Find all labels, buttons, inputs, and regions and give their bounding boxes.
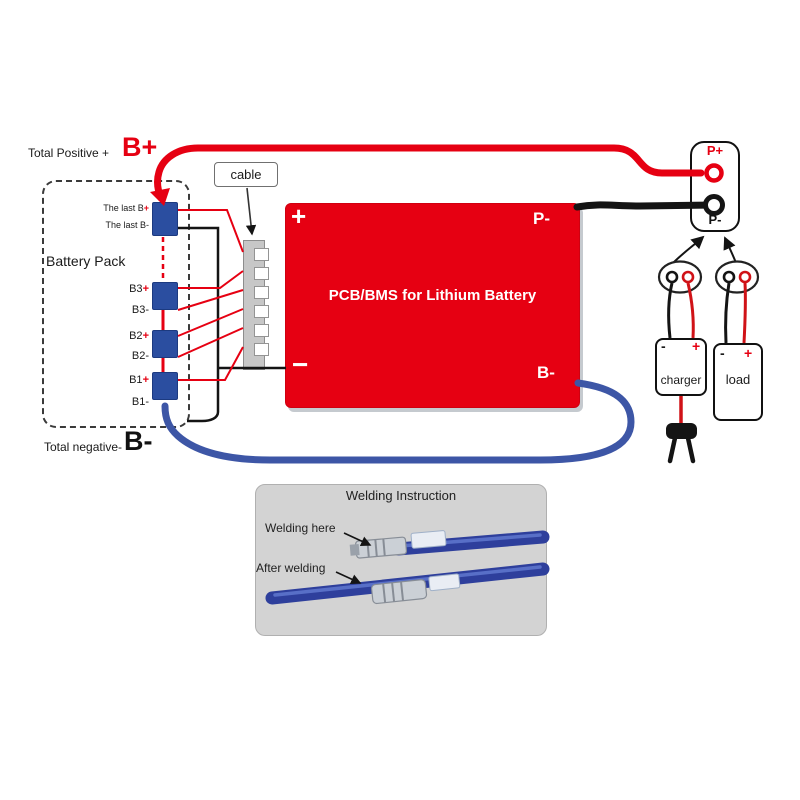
charger-plus-mark: + — [692, 338, 701, 354]
pcb-bminus-mark: B- — [537, 363, 555, 382]
battery-cell-last — [152, 202, 178, 236]
mains-plug — [666, 423, 697, 464]
cell-label-b2plus: B2+ — [129, 330, 149, 342]
pcb-plus-mark: + — [291, 201, 307, 231]
pcb-minus-mark: − — [292, 349, 309, 380]
battery-cell-b1 — [152, 372, 178, 400]
cell-label-b2minus: B2- — [131, 350, 149, 362]
welding-here-label: Welding here — [265, 521, 336, 535]
cell-label-b3plus: B3+ — [129, 283, 149, 295]
load-box — [713, 343, 763, 421]
load-wires — [724, 282, 747, 344]
total-positive-label: Total Positive + — [28, 146, 110, 160]
charger-minus-mark: - — [661, 338, 666, 354]
load-plug-arrow — [723, 236, 737, 264]
b-plus-label: B+ — [122, 132, 158, 162]
charger-wires — [667, 282, 695, 339]
connector-pin — [254, 286, 269, 299]
pcb-board — [285, 203, 580, 408]
output-pplus-label: P+ — [706, 143, 724, 158]
pcb-title: PCB/BMS for Lithium Battery — [328, 287, 537, 304]
battery-pack-label: Battery Pack — [46, 253, 126, 269]
welding-panel — [255, 484, 547, 636]
load-minus-mark: - — [720, 345, 725, 361]
cable-callout: cable — [214, 162, 278, 187]
battery-cell-b2 — [152, 330, 178, 358]
charger-plug-connector — [657, 260, 703, 294]
connector-pin — [254, 248, 269, 261]
cell-label-b1plus: B1+ — [129, 374, 149, 386]
load-plus-mark: + — [744, 345, 753, 361]
connector-pin — [254, 324, 269, 337]
cable-arrow — [245, 187, 257, 236]
connector-pin — [254, 305, 269, 318]
after-welding-label: After welding — [256, 561, 326, 575]
output-pminus-label: P- — [708, 212, 722, 227]
charger-box — [655, 338, 707, 396]
charger-plug-arrow — [672, 235, 705, 264]
charger-label: charger — [660, 373, 702, 387]
total-negative-label: Total negative- — [44, 440, 123, 454]
cell-label-last-bplus: The last B+ — [103, 203, 149, 213]
cell-label-b3minus: B3- — [131, 304, 149, 316]
cell-label-last-bminus: The last B- — [105, 220, 149, 230]
cable-connector — [243, 240, 269, 370]
load-label: load — [725, 372, 751, 387]
pcb-pminus-mark: P- — [533, 209, 550, 228]
cable-callout-label: cable — [230, 167, 262, 182]
connector-pin — [254, 267, 269, 280]
load-plug-connector — [714, 260, 760, 294]
cell-label-b1minus: B1- — [131, 396, 149, 408]
welding-title: Welding Instruction — [345, 488, 457, 503]
connector-pin — [254, 343, 269, 356]
b-minus-label: B- — [124, 426, 153, 456]
battery-cell-b3 — [152, 282, 178, 310]
